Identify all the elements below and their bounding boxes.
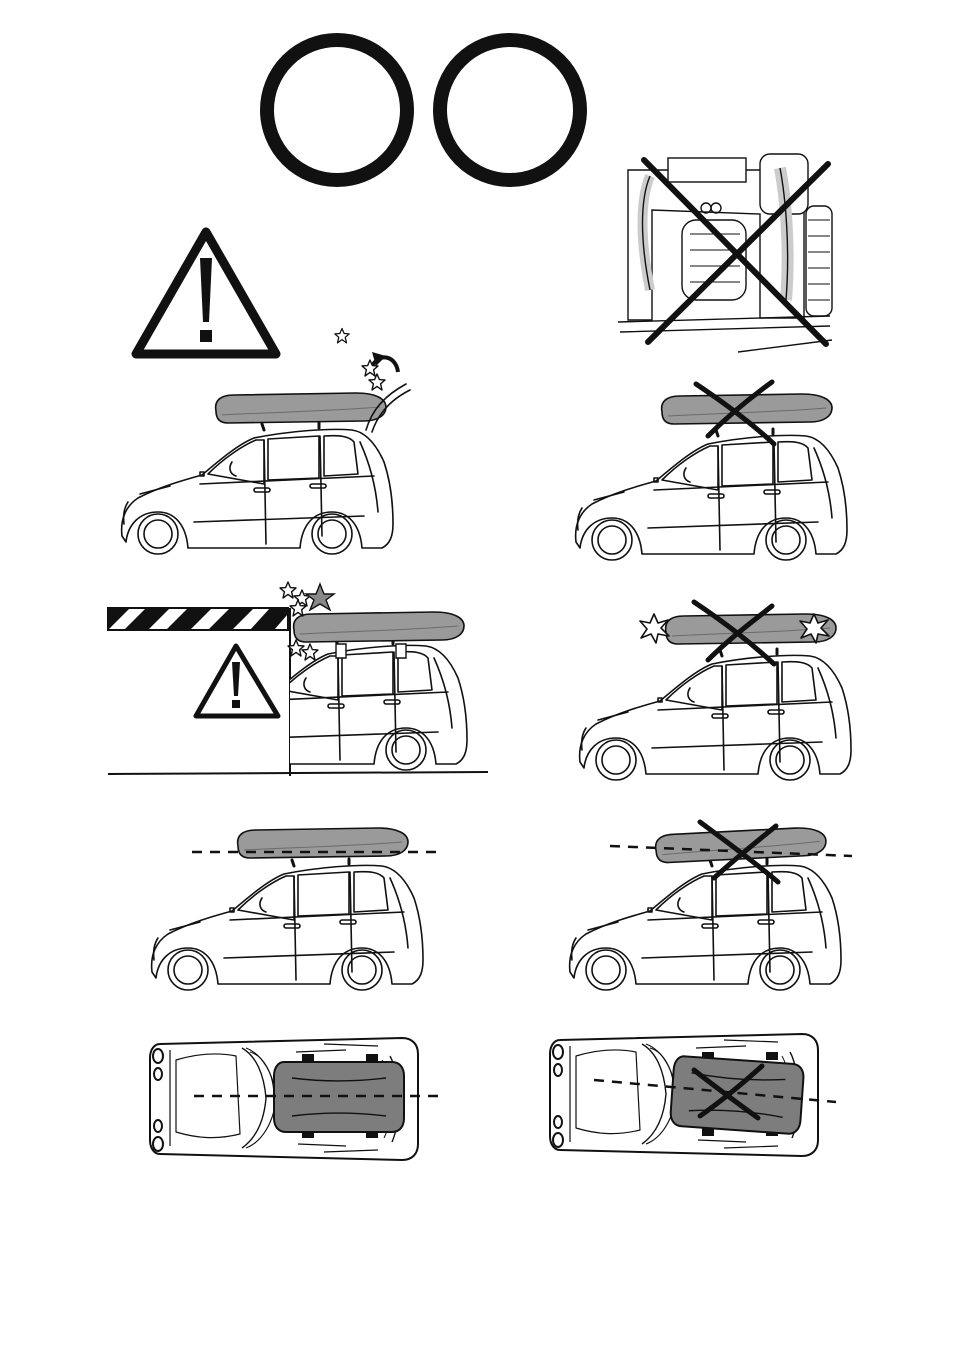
panel-tailgate-clearance xyxy=(122,329,410,555)
two-rings-icon xyxy=(267,40,580,180)
panel-overloaded-box xyxy=(576,382,847,560)
car-wash-icon xyxy=(618,154,832,352)
panel-tilted-side xyxy=(570,822,852,990)
panel-centered-top xyxy=(150,1038,438,1160)
panel-skewed-top xyxy=(550,1034,836,1156)
panel-box-overhang xyxy=(580,602,851,780)
panel-level-side xyxy=(152,828,436,990)
warning-triangle-icon xyxy=(136,232,276,354)
